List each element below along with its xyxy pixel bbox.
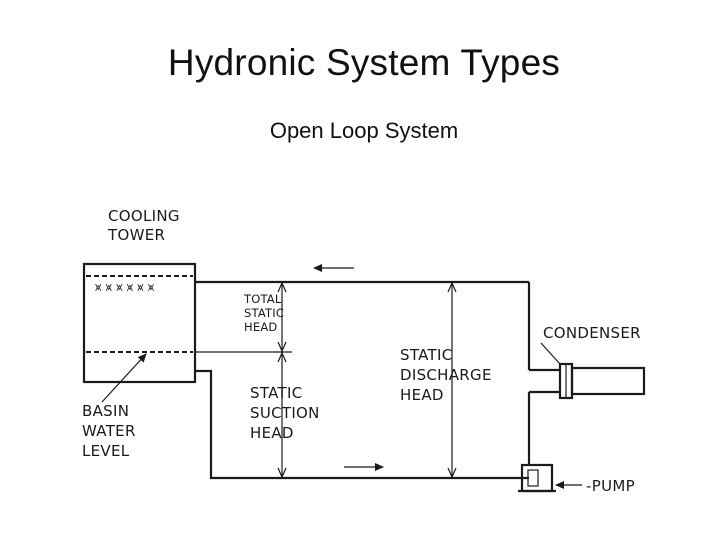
pump — [518, 463, 582, 493]
label-condenser: CONDENSER — [543, 324, 641, 342]
label-basin-water-level: BASIN WATER LEVEL — [82, 402, 141, 460]
label-static-suction-head: STATIC SUCTION HEAD — [250, 384, 325, 442]
condenser — [529, 342, 646, 400]
cooling-tower: ⩙ ⩙ ⩙ ⩙ ⩙ ⩙ — [82, 262, 197, 384]
label-total-static-head: TOTAL STATIC HEAD — [243, 292, 288, 334]
spray-nozzles: ⩙ ⩙ ⩙ ⩙ ⩙ ⩙ — [95, 280, 155, 294]
slide-subtitle: Open Loop System — [269, 118, 459, 143]
label-static-discharge-head: STATIC DISCHARGE HEAD — [400, 346, 497, 404]
basin-leader — [101, 353, 147, 403]
supply-pipe — [195, 369, 529, 480]
slide-title: Hydronic System Types — [167, 42, 561, 83]
return-pipe — [195, 264, 531, 465]
label-pump: -PUMP — [586, 477, 635, 495]
head-dimensions — [195, 281, 457, 479]
label-cooling-tower: COOLING TOWER — [107, 207, 185, 244]
